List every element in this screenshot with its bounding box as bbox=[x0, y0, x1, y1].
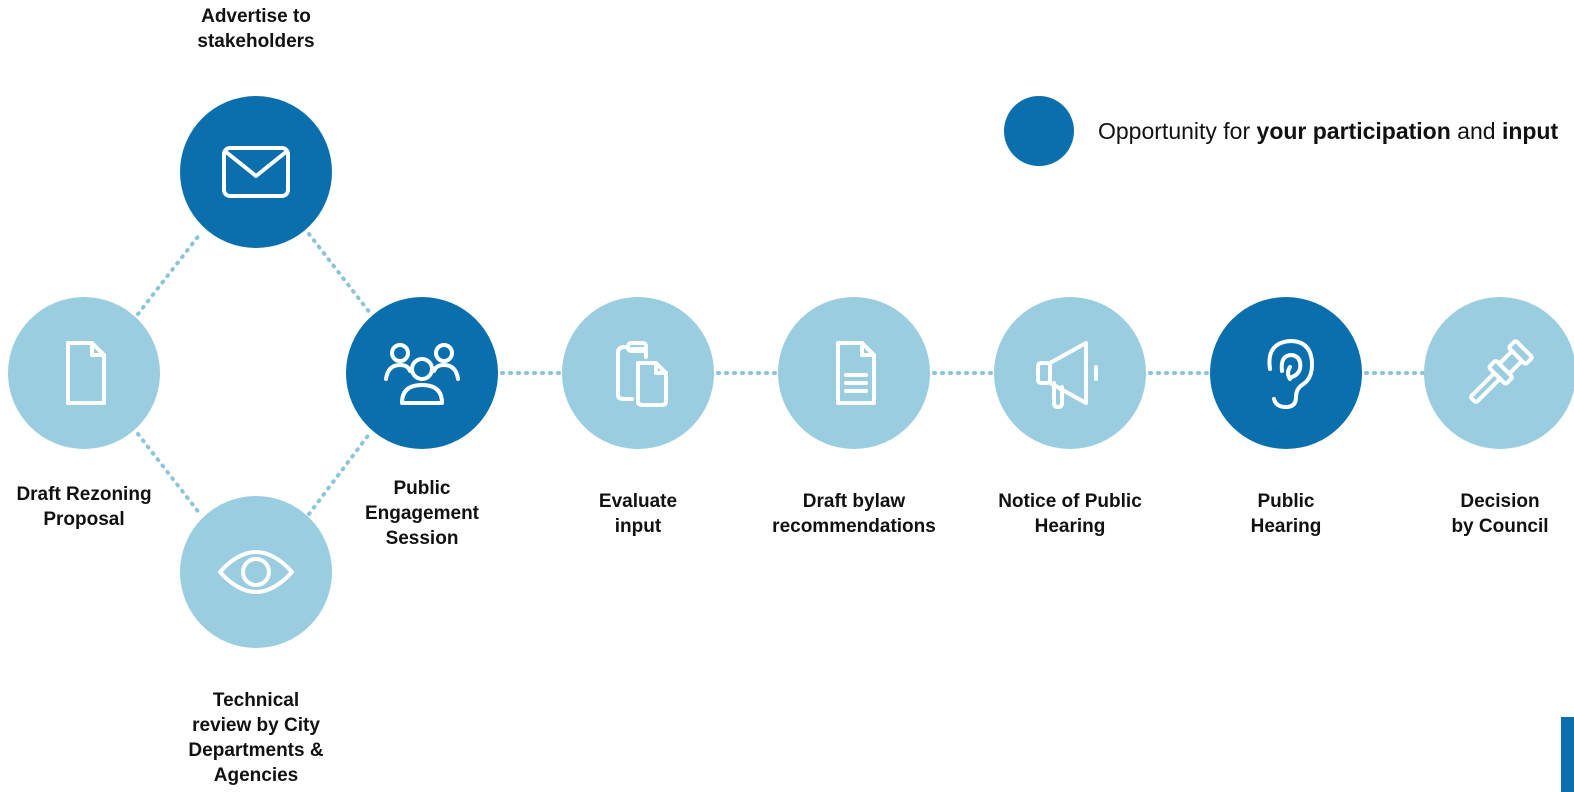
step-label-notice-hearing: Notice of Public Hearing bbox=[998, 491, 1142, 537]
legend-text-mid: and bbox=[1450, 117, 1502, 144]
eye-icon bbox=[218, 550, 294, 594]
document-icon bbox=[66, 341, 106, 405]
step-advertise bbox=[180, 96, 332, 248]
step-label-technical-review: Technical review by City Departments & A… bbox=[188, 690, 324, 786]
legend-text: Opportunity for your participation and i… bbox=[1098, 118, 1558, 145]
step-label-public-hearing: Public Hearing bbox=[1250, 491, 1322, 537]
step-label-draft-bylaw: Draft bylaw recommendations bbox=[772, 491, 936, 537]
legend-bold-participation: your participation bbox=[1256, 117, 1451, 144]
step-label-public-engagement: Public Engagement Session bbox=[364, 478, 480, 549]
edge-accent-bar bbox=[1561, 717, 1574, 792]
connector-draft-to-advertise bbox=[136, 232, 202, 316]
gavel-icon bbox=[1469, 339, 1534, 404]
legend-bold-input: input bbox=[1501, 117, 1559, 144]
step-decision bbox=[1424, 297, 1574, 449]
step-technical-review bbox=[180, 496, 332, 648]
connector-draft-to-review bbox=[136, 432, 202, 516]
clipboard-icon bbox=[616, 341, 668, 407]
legend-text-before: Opportunity for bbox=[1098, 117, 1257, 144]
legend: Opportunity for your participation and i… bbox=[1004, 96, 1558, 166]
step-label-decision: Decision by Council bbox=[1451, 491, 1549, 537]
step-evaluate-input bbox=[562, 297, 714, 449]
step-draft-rezoning bbox=[8, 297, 160, 449]
step-public-hearing bbox=[1210, 297, 1362, 449]
document-lines-icon bbox=[836, 341, 876, 405]
connector-review-to-engagement bbox=[307, 431, 372, 516]
step-draft-bylaw bbox=[778, 297, 930, 449]
step-label-draft-rezoning: Draft Rezoning Proposal bbox=[16, 484, 152, 530]
envelope-icon bbox=[222, 146, 290, 198]
step-notice-hearing bbox=[994, 297, 1146, 449]
legend-participation-dot bbox=[1004, 96, 1074, 166]
ear-icon bbox=[1267, 339, 1314, 409]
people-icon bbox=[384, 343, 460, 405]
step-label-evaluate-input: Evaluate input bbox=[598, 491, 678, 537]
step-public-engagement bbox=[346, 297, 498, 449]
megaphone-icon bbox=[1036, 341, 1098, 409]
step-label-advertise: Advertise to stakeholders bbox=[197, 6, 315, 52]
connector-advertise-to-engagement bbox=[307, 232, 372, 315]
